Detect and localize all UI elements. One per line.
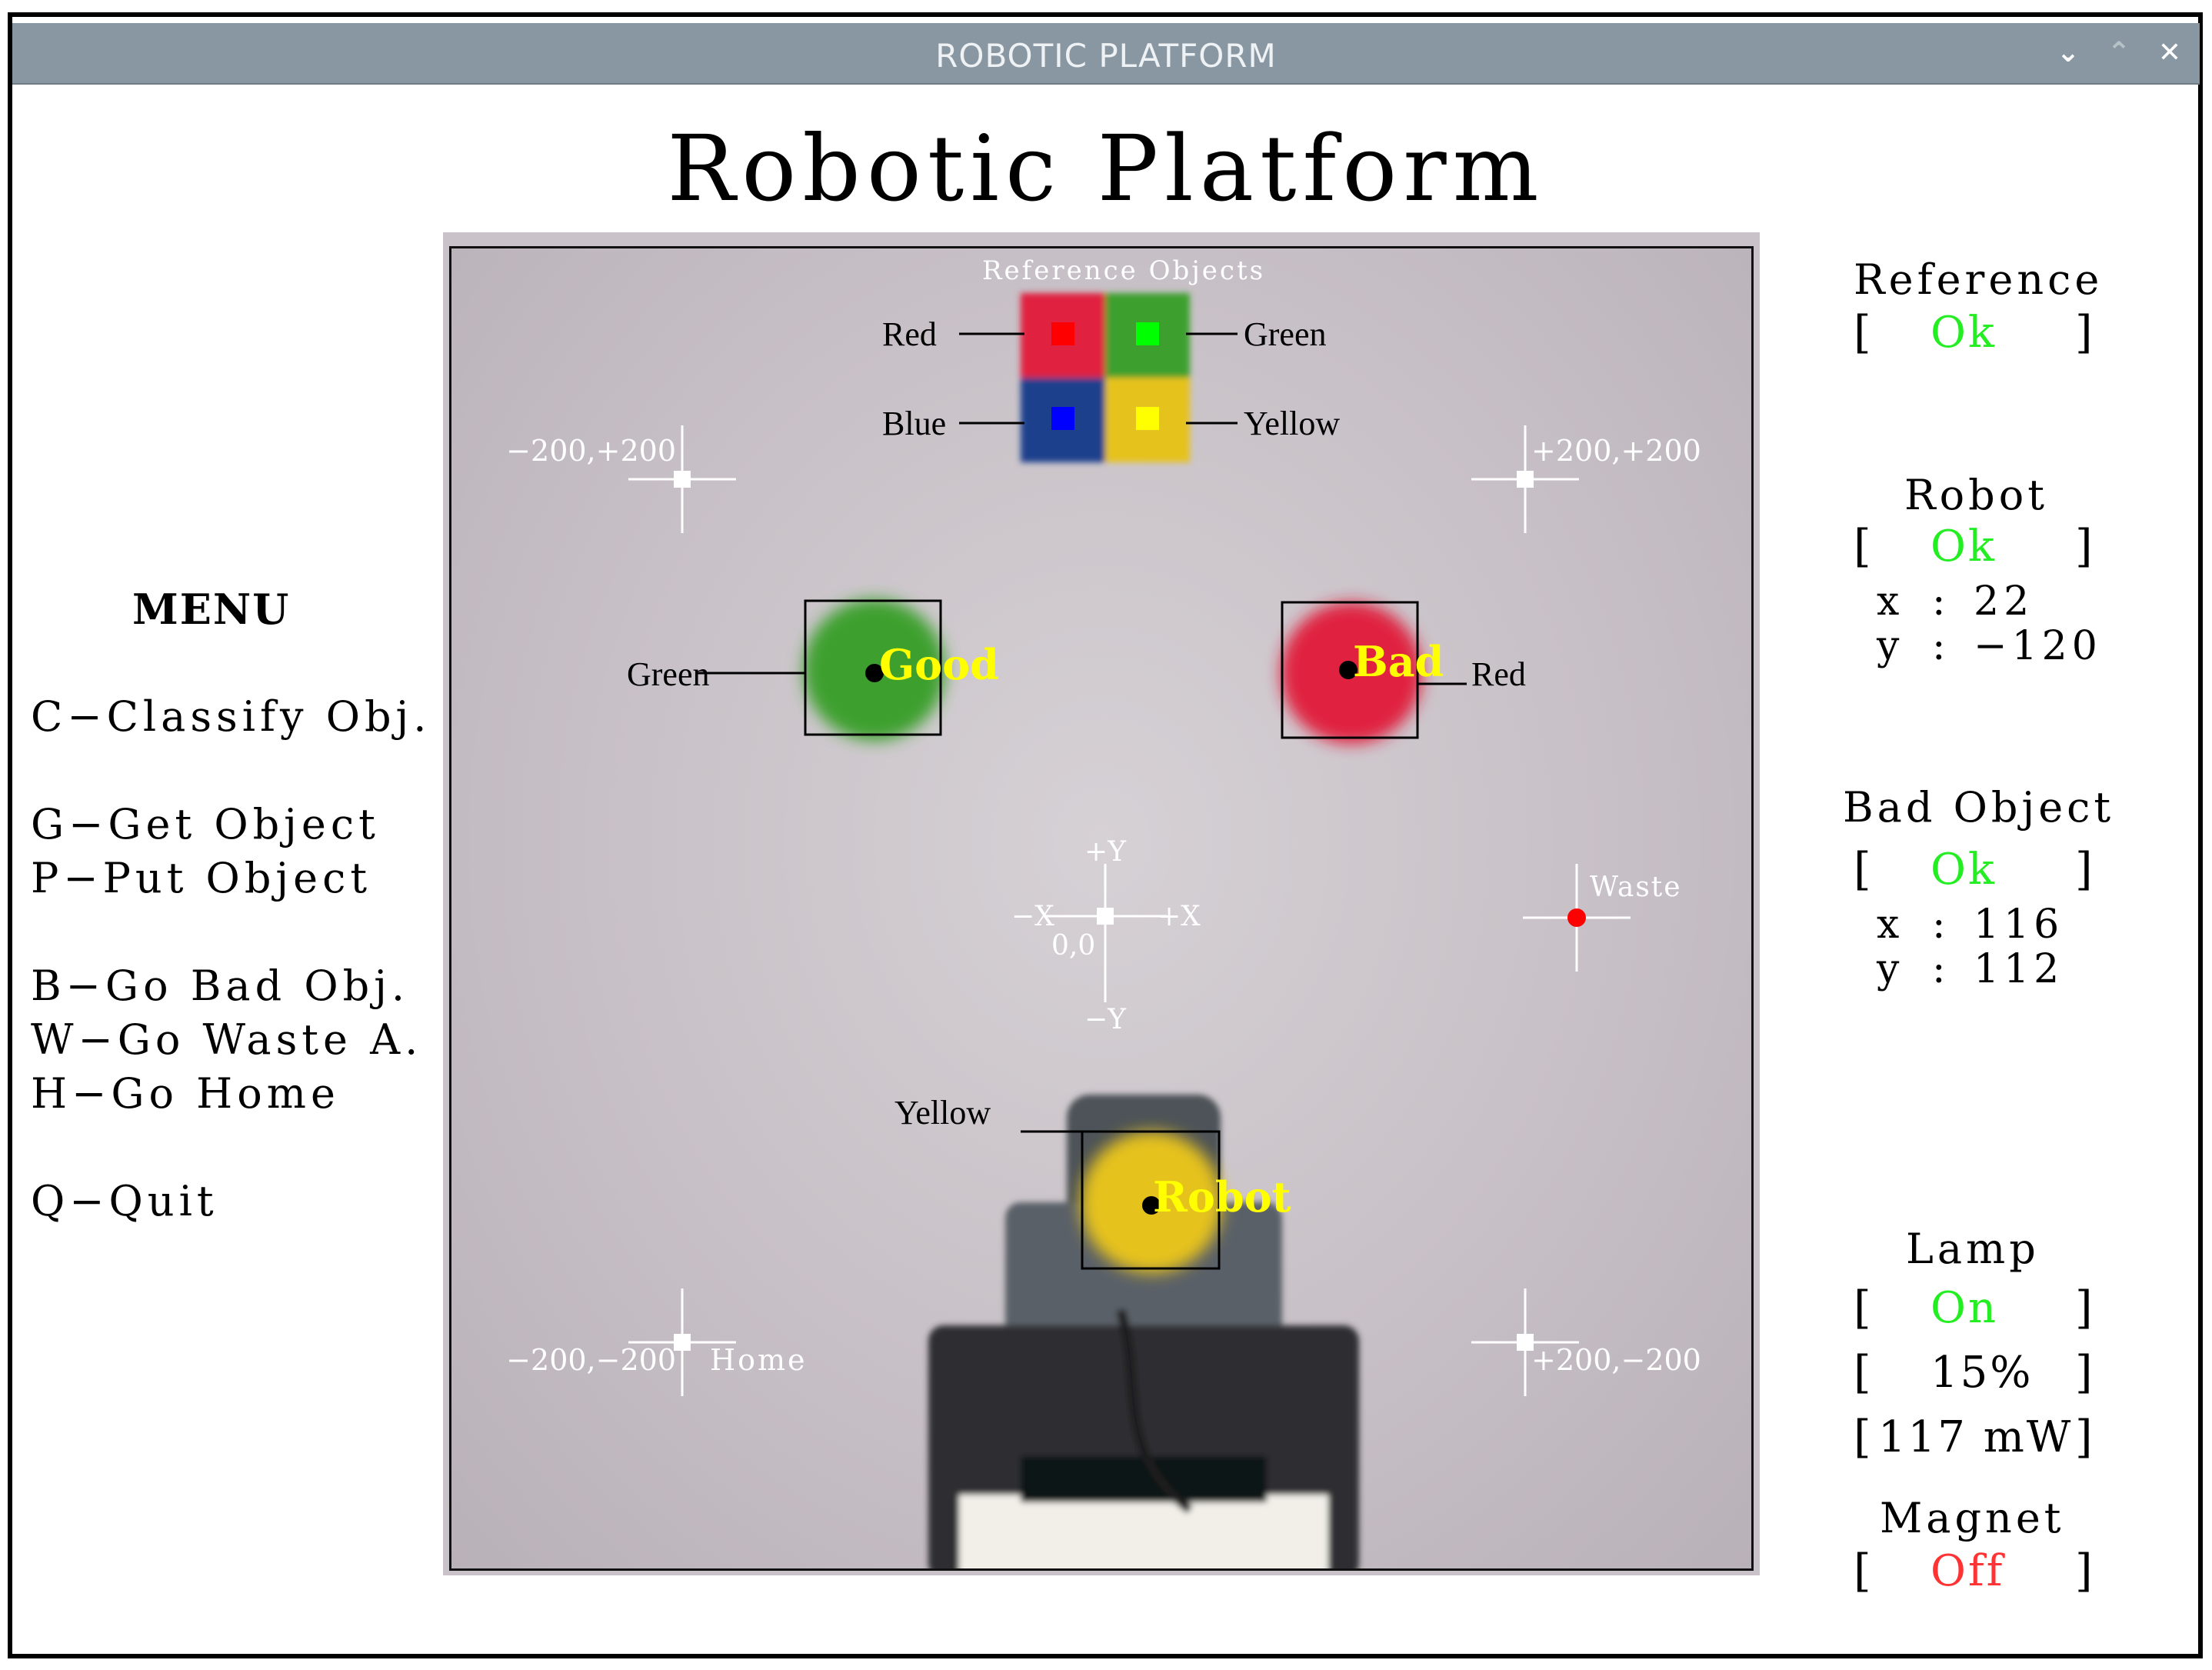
crosshair-bottom-left-marker: [674, 1334, 691, 1351]
waste-label: Waste: [1590, 872, 1682, 903]
menu-item-go-waste-area[interactable]: W−Go Waste A.: [31, 1015, 423, 1064]
reference-leader-lines: [959, 332, 1238, 425]
reference-red-label: Red: [882, 315, 937, 353]
camera-overlay: Reference Objects Red Green Blue Yellow: [506, 255, 1701, 1568]
bad-object-tag: Bad: [1353, 637, 1444, 686]
origin-label: 0,0: [1051, 930, 1095, 962]
lamp-percent-value: 15%: [1931, 1348, 2034, 1398]
crosshair-bottom-right-marker: [1517, 1334, 1534, 1351]
axis-label-minus-x: −X: [1011, 901, 1054, 932]
menu-item-classify[interactable]: C−Classify Obj.: [31, 692, 431, 741]
crosshair-top-right-marker: [1517, 471, 1534, 488]
axis-label-plus-x: +X: [1158, 901, 1201, 932]
good-object-box: [804, 599, 942, 736]
bad-object-status-bracket-right: ]: [2075, 843, 2093, 895]
magnet-status-label: Magnet: [1880, 1494, 2065, 1542]
lamp-percent-bracket-left: [: [1854, 1346, 1871, 1398]
bad-object-status-label: Bad Object: [1843, 783, 2115, 832]
magnet-status-value: Off: [1931, 1546, 2005, 1596]
reference-yellow-marker: [1136, 407, 1159, 430]
corner-label-bottom-left: −200,−200: [506, 1343, 676, 1377]
bad-object-box: [1281, 601, 1419, 739]
bad-object-status-bracket-left: [: [1854, 843, 1871, 895]
reference-status-bracket-right: ]: [2075, 306, 2093, 358]
axis-label-minus-y: −Y: [1084, 1004, 1127, 1035]
reference-status-value: Ok: [1931, 308, 1997, 358]
maximize-icon[interactable]: ⌃: [2107, 37, 2131, 68]
home-label: Home: [710, 1343, 808, 1377]
menu-heading: MENU: [132, 585, 291, 634]
lamp-status-bracket-right: ]: [2075, 1282, 2093, 1334]
reference-green-marker: [1136, 322, 1159, 345]
bad-object-x-value: 116: [1974, 902, 2064, 948]
lamp-power-bracket-left: [: [1854, 1411, 1871, 1463]
lamp-status-bracket-left: [: [1854, 1282, 1871, 1334]
lamp-status-value: On: [1931, 1283, 1998, 1333]
lamp-percent-bracket-right: ]: [2075, 1346, 2093, 1398]
robot-x-value: 22: [1974, 578, 2034, 625]
robot-x-label: x: [1877, 578, 1904, 625]
menu-item-put-object[interactable]: P−Put Object: [31, 854, 372, 902]
reference-red-marker: [1051, 322, 1074, 345]
bad-object-x-separator: :: [1932, 902, 1950, 948]
axis-label-plus-y: +Y: [1084, 836, 1127, 868]
robot-status-bracket-right: ]: [2075, 520, 2093, 572]
waste-marker: [1567, 908, 1586, 927]
menu-item-go-home[interactable]: H−Go Home: [31, 1069, 340, 1118]
window-title: ROBOTIC PLATFORM: [935, 37, 1277, 75]
crosshair-top-left-marker: [674, 471, 691, 488]
reference-objects-title: Reference Objects: [982, 255, 1265, 286]
title-bar: ROBOTIC PLATFORM ⌄ ⌃ ✕: [12, 23, 2200, 85]
magnet-status-bracket-right: ]: [2075, 1545, 2093, 1597]
minimize-icon[interactable]: ⌄: [2056, 37, 2080, 68]
lamp-power-value: 117 mW: [1878, 1412, 2074, 1462]
robot-object-centroid: [1142, 1196, 1161, 1215]
menu-item-quit[interactable]: Q−Quit: [31, 1177, 218, 1225]
reference-status-bracket-left: [: [1854, 306, 1871, 358]
bad-object-color-label: Red: [1471, 655, 1526, 693]
camera-view: Reference Objects Red Green Blue Yellow: [449, 246, 1754, 1571]
corner-label-top-right: +200,+200: [1531, 434, 1701, 468]
robot-x-separator: :: [1932, 578, 1950, 625]
corner-label-bottom-right: +200,−200: [1531, 1343, 1701, 1377]
good-object-tag: Good: [879, 640, 999, 689]
robot-object-color-label: Yellow: [894, 1094, 991, 1132]
bad-object-y-separator: :: [1932, 946, 1950, 992]
bad-object-y-label: y: [1877, 946, 1904, 992]
lamp-power-bracket-right: ]: [2075, 1411, 2093, 1463]
menu-item-get-object[interactable]: G−Get Object: [31, 800, 380, 848]
robot-y-value: −120: [1974, 623, 2102, 669]
corner-label-top-left: −200,+200: [506, 434, 676, 468]
app-title: Robotic Platform: [667, 115, 1545, 222]
robot-object-box: [1081, 1130, 1221, 1270]
bad-object-status-value: Ok: [1931, 845, 1997, 895]
close-icon[interactable]: ✕: [2157, 37, 2182, 68]
bad-object-centroid: [1339, 661, 1358, 679]
magnet-status-bracket-left: [: [1854, 1545, 1871, 1597]
reference-yellow-label: Yellow: [1244, 405, 1340, 442]
reference-blue-marker: [1051, 407, 1074, 430]
reference-squares: [1021, 293, 1190, 462]
bad-object-x-label: x: [1877, 902, 1904, 948]
lamp-status-label: Lamp: [1906, 1225, 2040, 1273]
good-object-centroid: [865, 664, 884, 682]
robot-y-separator: :: [1932, 623, 1950, 669]
menu-item-go-bad-object[interactable]: B−Go Bad Obj.: [31, 962, 410, 1010]
robot-status-bracket-left: [: [1854, 520, 1871, 572]
origin-marker: [1097, 908, 1114, 925]
reference-blue-label: Blue: [882, 405, 946, 442]
robot-object-tag: Robot: [1153, 1172, 1291, 1222]
robot-status-value: Ok: [1931, 522, 1997, 572]
reference-green-label: Green: [1244, 315, 1327, 353]
robot-status-label: Robot: [1904, 471, 2048, 519]
bad-object-y-value: 112: [1974, 946, 2064, 992]
reference-status-label: Reference: [1854, 255, 2104, 304]
good-object-color-label: Green: [627, 655, 710, 693]
robot-y-label: y: [1877, 623, 1904, 669]
